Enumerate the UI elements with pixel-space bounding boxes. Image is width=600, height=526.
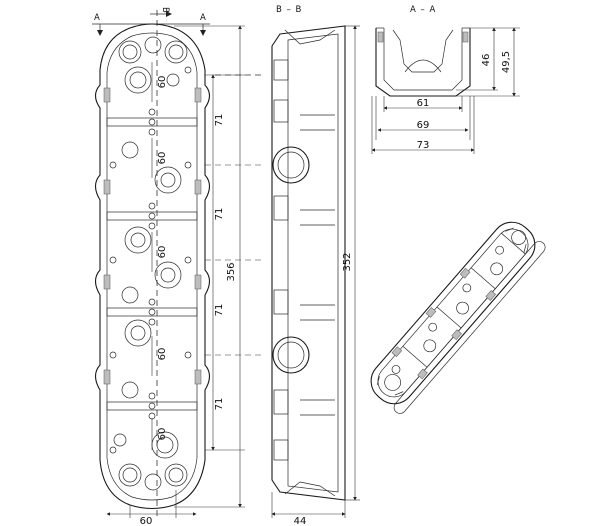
bottom-width-dimension: 60 bbox=[106, 490, 197, 526]
partition-screws bbox=[109, 66, 192, 454]
overall-height-label: 356 bbox=[226, 262, 237, 281]
pitch-label-4: 71 bbox=[214, 398, 225, 411]
bottom-end-knockouts bbox=[113, 431, 188, 491]
bore-label-1: 60 bbox=[157, 76, 168, 89]
side-height-dimension: 352 bbox=[342, 25, 360, 501]
section-a-title: A – A bbox=[410, 5, 436, 15]
pitch-label-3: 71 bbox=[214, 304, 225, 317]
side-clips bbox=[103, 87, 202, 385]
bottom-width-label: 60 bbox=[140, 516, 153, 526]
side-height-label: 352 bbox=[342, 252, 353, 271]
screw-bosses bbox=[121, 141, 182, 399]
cut-label-a-left: A bbox=[94, 13, 101, 23]
section-a-a: A – A 61 69 73 46 bbox=[371, 5, 520, 154]
inner-depth-label: 46 bbox=[481, 54, 492, 67]
side-knockouts bbox=[272, 146, 310, 374]
box-outline bbox=[94, 23, 211, 510]
bore-label-4: 60 bbox=[157, 348, 168, 361]
side-view-b-b: B – B bbox=[271, 5, 360, 526]
outer-width-label: 73 bbox=[417, 140, 430, 151]
mid-width-label: 69 bbox=[417, 120, 430, 131]
section-width-dimensions: 61 69 73 bbox=[371, 96, 475, 154]
overall-height-dimension: 356 bbox=[174, 25, 245, 508]
inner-width-label: 61 bbox=[417, 98, 430, 109]
cut-label-b: B bbox=[160, 7, 170, 14]
side-view-title: B – B bbox=[276, 5, 302, 15]
front-view: A A B bbox=[92, 7, 262, 526]
side-depth-dimension: 44 bbox=[271, 492, 346, 526]
section-cut-b-b: B bbox=[150, 7, 172, 516]
pitch-label-1: 71 bbox=[214, 114, 225, 127]
bore-label-5: 60 bbox=[157, 428, 168, 441]
partitions bbox=[106, 117, 198, 411]
bore-label-3: 60 bbox=[157, 246, 168, 259]
top-end-knockouts bbox=[118, 36, 188, 94]
pitch-label-2: 71 bbox=[214, 208, 225, 221]
perspective-view bbox=[370, 221, 546, 414]
bore-label-2: 60 bbox=[157, 152, 168, 165]
outer-depth-label: 49,5 bbox=[501, 51, 512, 73]
bore-dimensions: 60 60 60 60 60 bbox=[151, 62, 168, 450]
side-depth-label: 44 bbox=[294, 516, 307, 526]
section-depth-dimensions: 46 49,5 bbox=[456, 27, 520, 97]
side-ribs bbox=[273, 59, 335, 461]
cut-label-a-right: A bbox=[200, 13, 207, 23]
